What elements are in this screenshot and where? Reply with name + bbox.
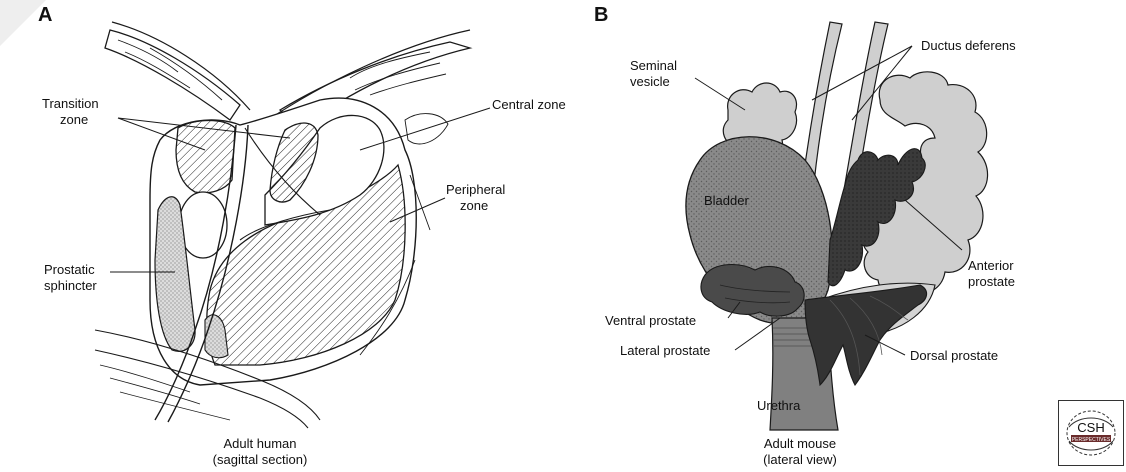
label-lateral-prostate: Lateral prostate bbox=[620, 343, 710, 359]
label-dorsal-prostate: Dorsal prostate bbox=[910, 348, 998, 364]
csh-perspectives-logo: CSH PERSPECTIVES bbox=[1058, 400, 1124, 466]
caption-panel-b-line2: (lateral view) bbox=[730, 452, 870, 468]
label-seminal-vesicle-line1: Seminal bbox=[630, 58, 677, 74]
csh-logo-icon: CSH PERSPECTIVES bbox=[1059, 401, 1123, 465]
csh-logo-text: CSH bbox=[1077, 420, 1104, 435]
caption-panel-b: Adult mouse (lateral view) bbox=[730, 436, 870, 468]
caption-panel-b-line1: Adult mouse bbox=[730, 436, 870, 452]
label-seminal-vesicle: Seminal vesicle bbox=[630, 58, 677, 90]
csh-logo-subtext: PERSPECTIVES bbox=[1072, 437, 1111, 443]
label-anterior-prostate-line2: prostate bbox=[968, 274, 1015, 290]
label-urethra: Urethra bbox=[757, 398, 800, 414]
label-ventral-prostate: Ventral prostate bbox=[605, 313, 696, 329]
label-anterior-prostate: Anterior prostate bbox=[968, 258, 1015, 290]
label-ductus-deferens: Ductus deferens bbox=[921, 38, 1016, 54]
label-anterior-prostate-line1: Anterior bbox=[968, 258, 1015, 274]
label-bladder: Bladder bbox=[704, 193, 749, 209]
label-seminal-vesicle-line2: vesicle bbox=[630, 74, 677, 90]
